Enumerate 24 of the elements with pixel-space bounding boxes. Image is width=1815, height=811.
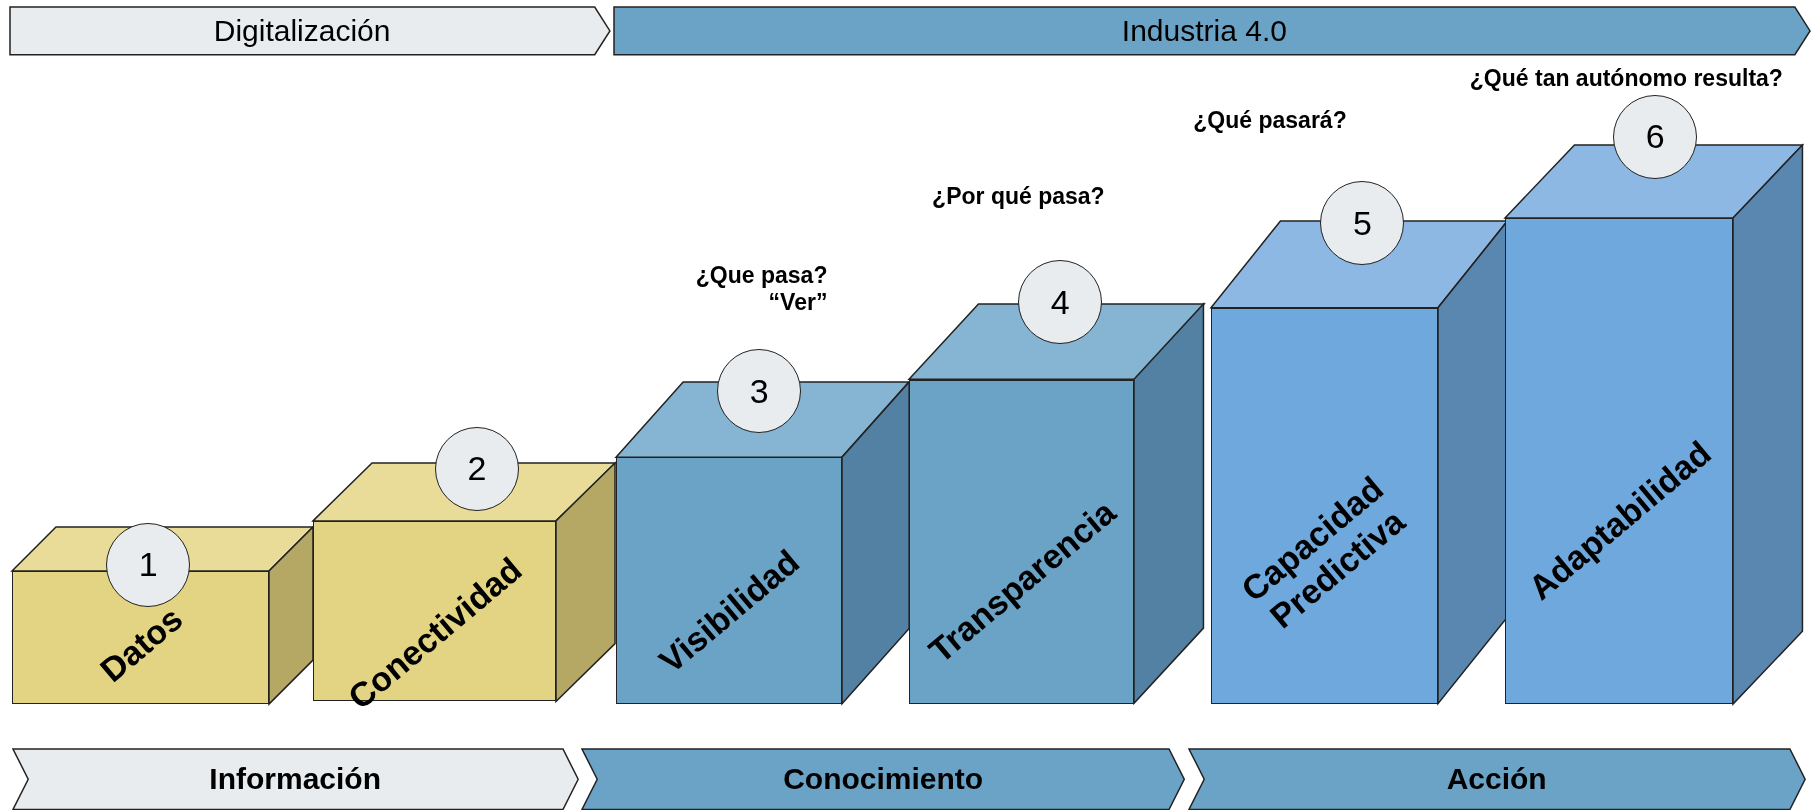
question-text: ¿Por qué pasa?: [932, 183, 1105, 211]
phase-banner: Industria 4.0: [613, 5, 1812, 56]
cube-front-face: [908, 379, 1135, 704]
cube-side-face: [1732, 144, 1803, 704]
cube-side-face: [555, 463, 615, 702]
cube-front-face: [1210, 307, 1438, 704]
step-number: 3: [717, 349, 802, 434]
cube-front-face: [615, 457, 842, 704]
question-text: ¿Qué tan autónomo resulta?: [1469, 65, 1783, 93]
question-text: ¿Que pasa? “Ver”: [694, 262, 828, 317]
step-number: 2: [434, 426, 519, 511]
phase-banner: Digitalización: [9, 5, 612, 56]
cube-front-face: [1504, 217, 1733, 704]
step-number: 4: [1018, 260, 1103, 345]
question-text: ¿Qué pasará?: [1193, 106, 1347, 134]
phase-banner: Información: [11, 747, 579, 811]
step-number: 6: [1613, 94, 1698, 179]
cube-side-face: [268, 526, 313, 704]
cube-side-face: [1437, 221, 1508, 704]
cube-side-face: [841, 381, 909, 704]
phase-banner: Acción: [1187, 747, 1806, 811]
step-number: 5: [1320, 181, 1405, 266]
cube-side-face: [1134, 304, 1204, 704]
phase-banner: Conocimiento: [581, 747, 1186, 811]
